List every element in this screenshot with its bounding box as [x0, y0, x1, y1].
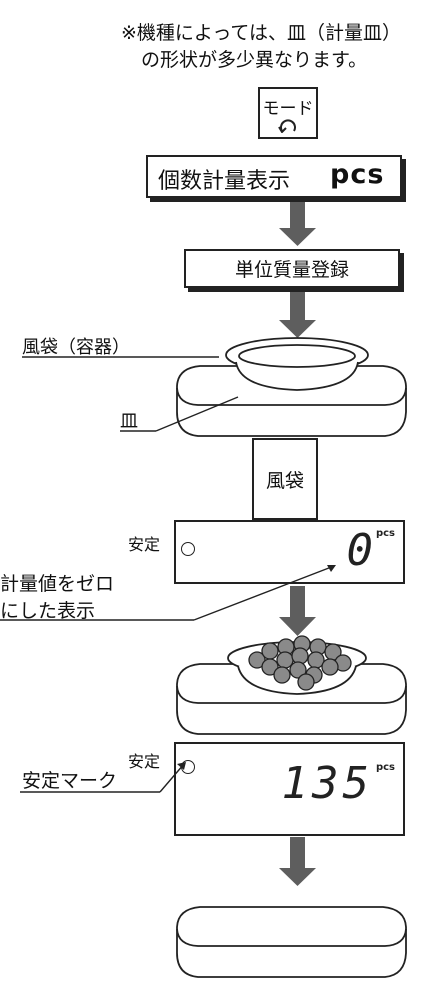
count-display-step: 個数計量表示 pcs: [146, 155, 402, 198]
flow-arrow-2: [290, 289, 305, 321]
item-ball: [297, 673, 315, 691]
item-ball: [261, 658, 279, 676]
circular-arrow-icon: [278, 119, 296, 133]
display-zero: 0 pcs: [174, 520, 405, 584]
tare-key[interactable]: 風袋: [252, 438, 318, 520]
stable-label-1: 安定: [128, 535, 161, 554]
mode-key[interactable]: モード: [258, 87, 318, 139]
tare-key-label: 風袋: [265, 469, 304, 492]
item-ball: [321, 658, 339, 676]
flow-arrow-1: [290, 199, 305, 229]
unit-mass-step: 単位質量登録: [184, 249, 400, 288]
label-zero-display-2: にした表示: [0, 600, 96, 622]
note-line-2: の形状が多少異なります。: [141, 49, 368, 71]
stable-label-2: 安定: [128, 752, 161, 771]
label-zero-display-1: 計量値をゼロ: [0, 573, 115, 595]
counted-items: [248, 635, 352, 691]
label-bag-container: 風袋（容器）: [22, 337, 130, 358]
stable-indicator-1: [181, 542, 195, 556]
item-ball: [289, 661, 307, 679]
count-display-label: 個数計量表示: [158, 169, 291, 194]
note-line-1: ※機種によっては、皿（計量皿）: [121, 22, 402, 44]
display-value-count: 135: [281, 758, 373, 809]
scale-platform-3: [176, 906, 407, 978]
unit-mass-label: 単位質量登録: [234, 259, 349, 281]
flow-arrow-3: [290, 586, 305, 618]
label-stable-mark: 安定マーク: [22, 770, 118, 792]
count-display-unit: pcs: [330, 159, 385, 190]
scale-platform-1: [176, 365, 407, 437]
display-value-zero: 0: [346, 525, 374, 576]
scale-platform-2: [176, 663, 407, 735]
label-pan: 皿: [120, 411, 138, 432]
display-unit-2: pcs: [375, 762, 395, 773]
display-unit-1: pcs: [375, 528, 395, 539]
mode-key-label: モード: [262, 99, 314, 119]
display-count: 135 pcs: [174, 742, 405, 836]
item-ball: [273, 666, 291, 684]
flow-arrow-4: [290, 837, 305, 869]
